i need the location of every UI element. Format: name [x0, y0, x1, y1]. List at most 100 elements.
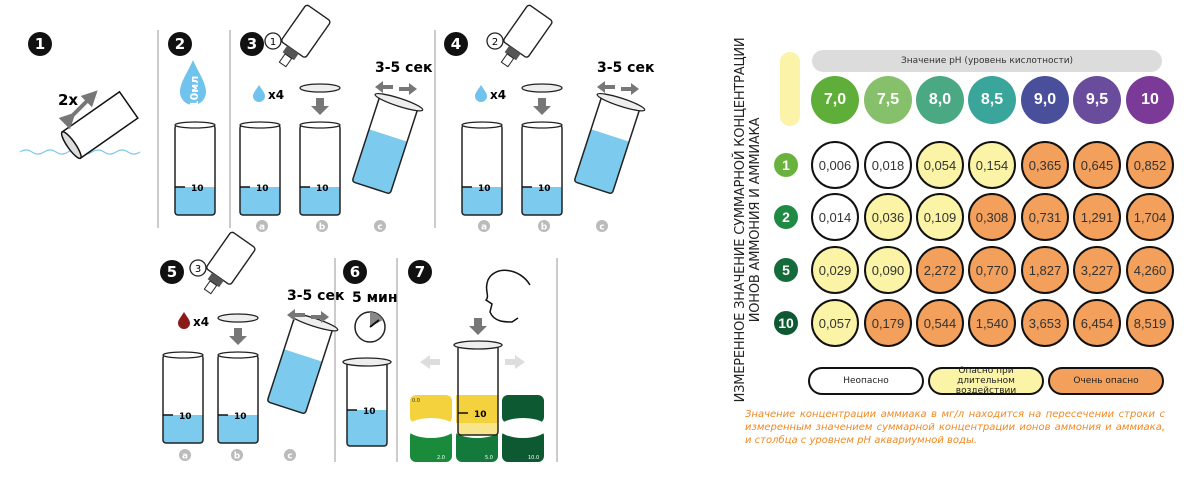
ph-value: 8,0: [916, 76, 964, 124]
concentration-cell: 0,852: [1126, 141, 1174, 189]
test-tube: 10: [461, 121, 503, 216]
bottle-tip: [500, 53, 515, 68]
step-badge-circle: [28, 32, 52, 56]
step-number: 7: [415, 263, 425, 281]
step-number: 5: [167, 263, 177, 281]
concentration-cell: 1,704: [1126, 193, 1174, 241]
timer-hand: [369, 319, 380, 328]
observer-head-icon: [484, 269, 531, 323]
concentration-cell: 0,054: [916, 141, 964, 189]
row-label: 10: [774, 311, 798, 335]
reagent-bottle-icon: [203, 231, 256, 295]
concentration-cell: 3,227: [1073, 246, 1121, 294]
test-tube: 10: [299, 121, 341, 216]
step-badge: 4: [444, 32, 468, 56]
shake-arrow-icon: [58, 90, 98, 130]
step-badge: 6: [343, 260, 367, 284]
test-tube: 10: [174, 121, 216, 216]
tube-liquid: [218, 415, 258, 443]
step-badge-circle: [240, 32, 264, 56]
drops-count: x4: [490, 88, 506, 102]
bottle-tip: [278, 53, 293, 68]
concentration-cell: 0,006: [811, 141, 859, 189]
concentration-cell: 1,540: [968, 299, 1016, 347]
step-number: 6: [350, 263, 360, 281]
tube-cap: [453, 340, 503, 350]
substep-letter: b: [319, 223, 326, 233]
ammonia-table: ИЗМЕРЕННОЕ ЗНАЧЕНИЕ СУММАРНОЙ КОНЦЕНТРАЦ…: [720, 0, 1200, 490]
test-tube: 10: [453, 340, 503, 436]
concentration-cell: 8,519: [1126, 299, 1174, 347]
substep-letter: c: [287, 452, 292, 462]
repeat-label: 2x: [58, 91, 78, 109]
tube-rim: [521, 121, 563, 129]
substep-circle: [179, 449, 191, 461]
tube-liquid: [522, 187, 562, 215]
tube-cap: [342, 357, 392, 367]
color-swatch-bottom: [456, 430, 498, 462]
row-axis-label-line1: ИЗМЕРЕННОЕ ЗНАЧЕНИЕ СУММАРНОЙ КОНЦЕНТРАЦ…: [733, 37, 748, 403]
tilted-tube: [352, 92, 424, 194]
substep-letter: c: [377, 223, 382, 233]
tube-liquid: [240, 187, 280, 215]
step-badge-circle: [160, 260, 184, 284]
card-label: 2.0: [437, 455, 445, 461]
bottle-number-circle: [486, 32, 504, 50]
row-label: 1: [774, 153, 798, 177]
card-label: 0.0: [412, 398, 420, 404]
lid: [217, 313, 259, 323]
shake-time: 3-5 сек: [287, 288, 345, 304]
concentration-cell: 0,308: [968, 193, 1016, 241]
substep-circle: [374, 220, 386, 232]
substep-circle: [256, 220, 268, 232]
tube-cap: [596, 92, 646, 112]
footnote: Значение концентрации аммиака в мг/л нах…: [745, 409, 1165, 446]
test-tube: 10: [162, 351, 204, 444]
concentration-cell: 4,260: [1126, 246, 1174, 294]
volume-label: 10мл: [188, 76, 201, 108]
bottle-body: [503, 4, 553, 58]
substep-letter: a: [481, 223, 487, 233]
step-number: 1: [35, 35, 45, 53]
concentration-cell: 0,365: [1021, 141, 1069, 189]
legend-long-exposure: Опасно при длительном воздействии: [928, 366, 1044, 396]
step-badge: 2: [168, 32, 192, 56]
tube-liquid: [163, 415, 203, 443]
bottle-number-circle: [189, 259, 207, 277]
tube-mark-label: 10: [234, 412, 247, 422]
row-axis-label-line2: ИОНОВ АММОНИЯ И АММИАКА: [748, 117, 763, 323]
concentration-cell: 6,454: [1073, 299, 1121, 347]
concentration-cell: 0,018: [864, 141, 912, 189]
legend-danger: Очень опасно: [1048, 367, 1164, 395]
bottle-tip: [203, 280, 218, 295]
color-swatch-top: [502, 395, 544, 423]
substep-letter: c: [599, 223, 604, 233]
tube-liquid: [267, 349, 323, 414]
tube-liquid: [574, 129, 630, 194]
down-arrow-icon: [311, 98, 329, 115]
concentration-cell: 3,653: [1021, 299, 1069, 347]
concentration-cell: 1,291: [1073, 193, 1121, 241]
step-number: 3: [247, 35, 257, 53]
lid: [299, 83, 341, 93]
swatch-gap: [499, 418, 547, 438]
drops-count: x4: [193, 315, 209, 329]
color-swatch-bottom: [502, 430, 544, 462]
color-swatch-bottom: [410, 430, 452, 462]
reagent-bottle-icon: [278, 4, 331, 68]
shake-arrows-icon: [597, 81, 639, 95]
tilted-tube: [574, 92, 646, 194]
tube-mark-label: 10: [256, 184, 269, 194]
shake-arrows-icon: [287, 309, 329, 323]
substep-circle: [538, 220, 550, 232]
ph-value: 9,5: [1073, 76, 1121, 124]
shake-time: 3-5 сек: [597, 60, 655, 76]
tube-liquid: [175, 187, 215, 215]
substep-letter: a: [182, 452, 188, 462]
shake-arrows-icon: [375, 81, 417, 95]
drop-icon: [253, 85, 265, 102]
down-arrow-icon: [533, 98, 551, 115]
drop-icon: [178, 312, 190, 329]
bottle-neck: [207, 272, 224, 288]
ph-value: 7,0: [811, 76, 859, 124]
